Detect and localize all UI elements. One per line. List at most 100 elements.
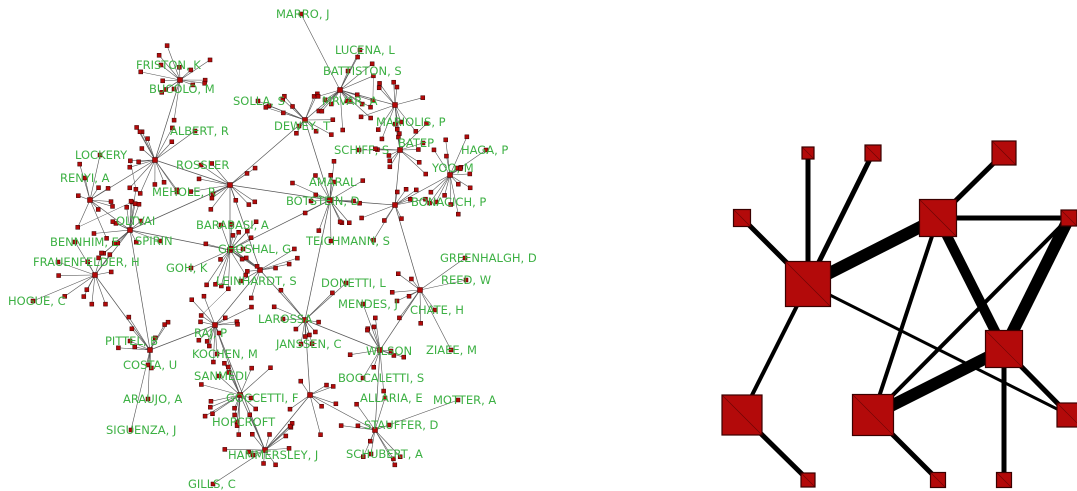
network-node: [298, 341, 304, 347]
network-node: [30, 298, 36, 304]
network-node: [126, 314, 132, 320]
network-node: [368, 438, 373, 444]
network-edge: [214, 321, 237, 326]
network-edge: [221, 249, 231, 287]
network-edge: [362, 303, 381, 351]
author-label: BARABASI, A: [196, 218, 269, 232]
network-node: [232, 405, 237, 411]
network-nodes: [30, 11, 489, 487]
network-node: [105, 186, 111, 191]
network-node: [164, 43, 170, 48]
network-node: [158, 62, 164, 68]
network-edge: [173, 79, 181, 121]
network-node: [199, 382, 204, 387]
network-edge: [211, 163, 231, 186]
author-label: FRAUENFELDER, H: [33, 255, 140, 269]
author-label: KOCHEN, M: [192, 347, 258, 361]
network-node: [252, 165, 258, 171]
network-node: [138, 69, 143, 75]
network-node: [354, 401, 359, 407]
network-node: [104, 236, 109, 241]
community-node-diagonal: [800, 472, 816, 488]
network-node: [296, 123, 302, 129]
author-label: MOTTER, A: [433, 393, 496, 407]
network-edge: [379, 349, 384, 392]
network-edge: [377, 104, 396, 130]
network-edge: [289, 394, 311, 410]
network-edge: [315, 175, 331, 201]
network-node: [190, 82, 196, 88]
network-node: [371, 364, 376, 370]
network-node: [443, 137, 448, 143]
network-edge: [149, 349, 152, 369]
network-edge: [264, 425, 291, 451]
network-edge: [214, 306, 252, 326]
network-node: [386, 153, 392, 158]
network-node: [444, 153, 449, 159]
network-edge: [201, 384, 241, 396]
network-edge: [139, 159, 156, 194]
network-edge: [224, 449, 266, 451]
network-node: [245, 228, 250, 234]
network-node: [359, 215, 364, 221]
community-node-diagonal: [801, 146, 815, 160]
network-node: [255, 98, 261, 104]
network-node: [134, 125, 139, 130]
network-node: [463, 277, 469, 283]
network-edge: [310, 199, 331, 202]
network-node: [211, 359, 216, 365]
network-node: [110, 204, 115, 209]
network-edge: [318, 199, 331, 231]
community-node-diagonal: [1056, 402, 1077, 424]
network-edge: [329, 180, 363, 201]
network-edge: [154, 130, 196, 161]
network-node: [420, 140, 426, 146]
network-edge: [374, 349, 381, 431]
network-node: [202, 81, 207, 86]
network-node: [423, 171, 428, 177]
network-node: [361, 454, 366, 459]
community-edge: [998, 215, 1075, 352]
author-label: ALLARIA, E: [360, 391, 423, 405]
network-node: [246, 449, 251, 455]
network-edge: [93, 229, 131, 234]
network-node: [261, 461, 266, 466]
network-node: [387, 158, 392, 164]
author-label: HOPCROFT: [212, 415, 276, 429]
network-node: [207, 57, 213, 63]
author-label: BUCOLO, M: [149, 82, 215, 96]
network-node: [313, 173, 318, 178]
network-node: [324, 382, 329, 388]
network-node: [85, 259, 90, 265]
network-edge: [77, 201, 133, 228]
network-edge: [381, 104, 396, 140]
network-node: [107, 252, 113, 257]
author-label: ARAUJO, A: [123, 392, 182, 406]
network-edge: [94, 274, 151, 351]
author-label: GREENHALGH, D: [440, 251, 537, 265]
network-edge: [229, 184, 250, 205]
network-node: [316, 228, 322, 233]
network-edge: [154, 159, 178, 193]
network-edge: [362, 349, 381, 379]
author-label: GOH, K: [166, 261, 208, 275]
network-edge: [339, 75, 374, 91]
network-node: [483, 147, 489, 153]
network-edge: [209, 324, 216, 347]
network-edge: [154, 141, 173, 161]
network-node: [257, 267, 263, 273]
author-label: SPIRIN: [135, 234, 173, 248]
network-node: [376, 85, 382, 91]
network-node: [409, 276, 414, 282]
network-node: [213, 282, 218, 287]
network-node: [229, 222, 235, 227]
network-node: [174, 187, 180, 193]
network-edge: [430, 174, 451, 193]
network-node: [359, 101, 365, 107]
network-node: [373, 315, 378, 321]
network-node: [377, 347, 383, 353]
community-edge: [933, 215, 1009, 352]
network-node: [382, 395, 388, 401]
network-node: [216, 330, 222, 336]
